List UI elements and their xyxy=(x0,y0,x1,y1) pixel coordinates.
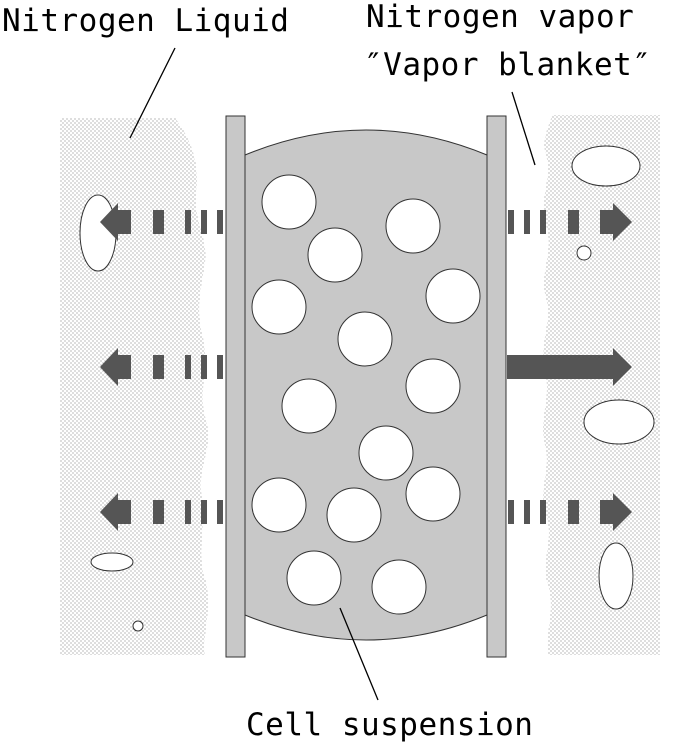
vapor-bubble xyxy=(598,542,634,610)
cell xyxy=(261,174,317,230)
cell xyxy=(405,358,461,414)
heat-flow-arrow-left-middle xyxy=(100,348,223,386)
heat-flow-arrow-right-bottom xyxy=(508,493,632,531)
vapor-bubble xyxy=(576,245,592,261)
cell xyxy=(251,279,307,335)
nitrogen-liquid-label: Nitrogen Liquid xyxy=(2,3,290,39)
nitrogen-liquid-region-left xyxy=(60,118,209,655)
container-wall-right xyxy=(486,115,507,658)
cell xyxy=(337,311,393,367)
cell xyxy=(286,550,342,606)
leader-line-vapor-blanket xyxy=(511,91,536,166)
cell xyxy=(251,477,307,533)
cell-suspension-label: Cell suspension xyxy=(246,707,534,743)
heat-flow-arrow-right-middle-solid xyxy=(507,348,632,386)
cell xyxy=(371,559,427,615)
cell xyxy=(307,227,363,283)
cell xyxy=(326,487,382,543)
leader-line-nitrogen-liquid xyxy=(129,47,176,139)
cell xyxy=(405,466,461,522)
vapor-blanket-label: ″Vapor blanket″ xyxy=(364,47,652,83)
heat-flow-arrow-right-top xyxy=(508,203,632,241)
vapor-bubble xyxy=(583,399,655,445)
cell xyxy=(358,425,414,481)
heat-flow-arrow-left-top xyxy=(100,203,223,241)
cells xyxy=(251,174,481,615)
cell xyxy=(281,378,337,434)
vapor-bubble xyxy=(571,145,641,187)
nitrogen-vapor-label: Nitrogen vapor xyxy=(366,0,635,35)
leader-line-cell-suspension xyxy=(339,607,379,701)
vapor-bubble xyxy=(90,552,134,572)
container-wall-left xyxy=(225,115,246,658)
cell xyxy=(385,198,441,254)
cell xyxy=(425,268,481,324)
vapor-bubble xyxy=(132,620,144,632)
heat-flow-arrow-left-bottom xyxy=(100,493,223,531)
